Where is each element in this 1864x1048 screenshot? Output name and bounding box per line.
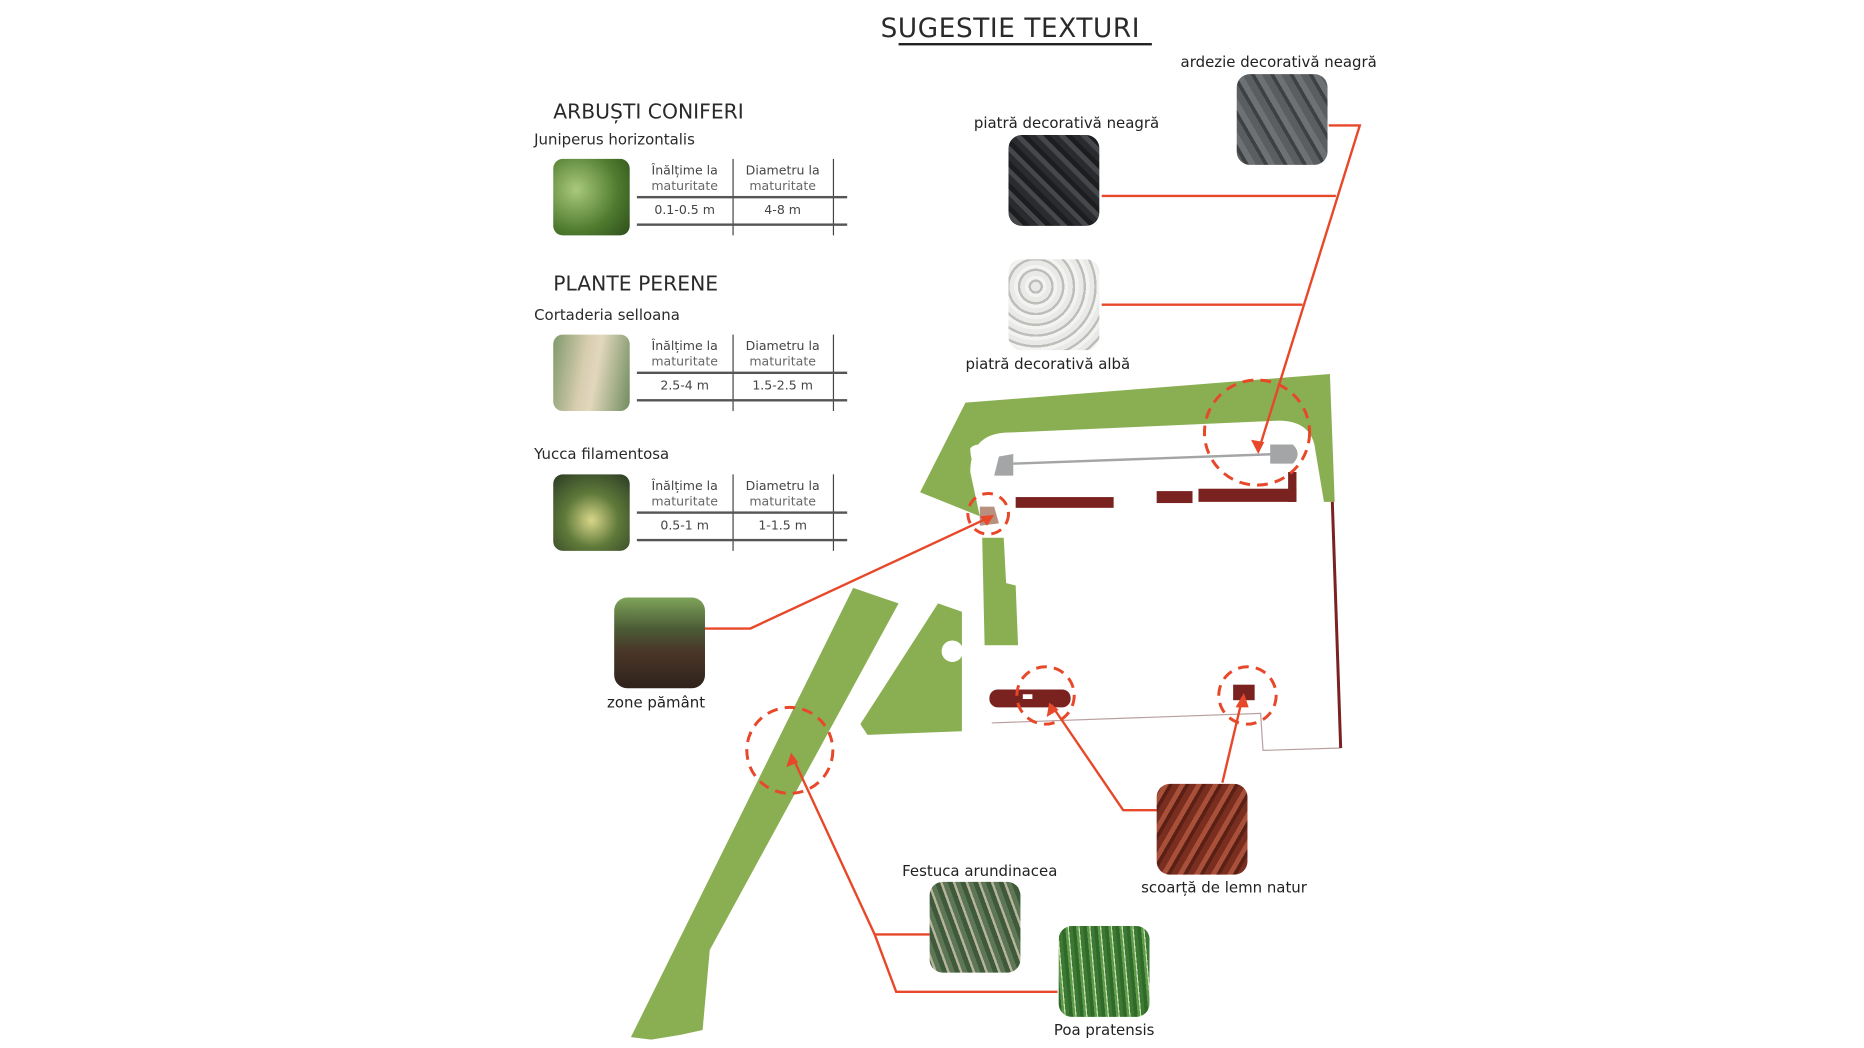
texture-label-white-stone: piatră decorativă albă [965,354,1131,373]
header-diameter: Diametru la [745,163,820,179]
plant-name: Juniperus horizontalis [534,130,695,149]
soil-texture-swatch [614,597,705,689]
header-height-sub: maturitate [651,494,719,510]
green-areas [630,374,1335,1040]
header-height-sub: maturitate [651,354,719,370]
cortaderia-photo [553,334,630,412]
festuca-texture-swatch [929,881,1021,973]
diameter-value: 1.5-2.5 m [752,378,813,394]
texture-label-poa: Poa pratensis [1053,1020,1155,1039]
texture-label-black-stone: piatră decorativă neagră [973,113,1160,132]
section-shrubs: ARBUȘTI CONIFERI [553,100,744,125]
height-value: 0.5-1 m [660,518,710,533]
header-diameter-sub: maturitate [749,354,816,370]
section-perennials: PLANTE PERENE [553,272,719,297]
header-diameter: Diametru la [745,339,820,354]
height-value: 0.1-0.5 m [654,203,715,218]
paths [979,444,1343,752]
header-diameter-sub: maturitate [749,494,816,510]
highlight-circles [745,378,1312,795]
juniperus-photo [553,158,630,236]
height-value: 2.5-4 m [660,378,710,394]
plant-name: Cortaderia selloana [534,305,680,324]
plant-name: Yucca filamentosa [534,444,670,463]
diameter-value: 1-1.5 m [758,518,807,533]
white-stone-texture-swatch [1008,259,1100,351]
texture-label-soil: zone pământ [607,693,706,711]
slate-texture-swatch [1236,74,1328,165]
arrowheads [786,439,1265,768]
diameter-value: 4-8 m [764,203,802,218]
page-title: SUGESTIE TEXTURI [880,14,1141,45]
poa-texture-swatch [1058,926,1150,1017]
yucca-photo [553,474,630,551]
leader-lines [704,124,1362,993]
header-height-sub: maturitate [651,179,719,194]
header-height: Înălțime la [651,339,718,354]
texture-label-festuca: Festuca arundinacea [902,861,1058,880]
black-stone-texture-swatch [1008,135,1100,226]
texture-label-bark: scoarță de lemn natur [1141,878,1307,897]
header-diameter: Diametru la [745,479,820,494]
title-underline [898,43,1152,46]
header-height: Înălțime la [651,163,718,179]
header-diameter-sub: maturitate [749,179,816,194]
header-height: Înălțime la [651,479,718,494]
bark-mulch-texture-swatch [1156,783,1248,875]
texture-label-slate: ardezie decorativă neagră [1180,52,1377,71]
